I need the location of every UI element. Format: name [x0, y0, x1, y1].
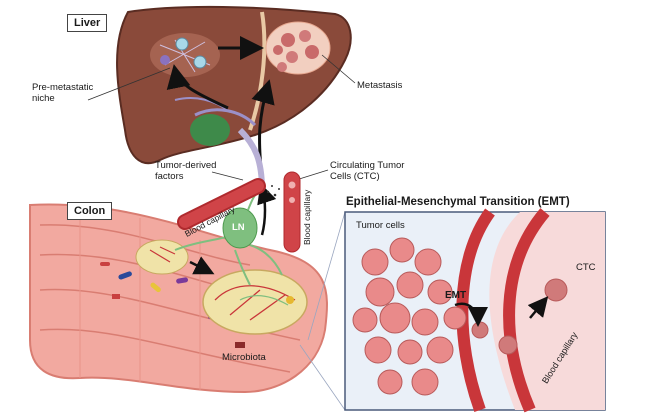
- intravasation-arrow: [257, 183, 277, 236]
- blood-capillary-small-2: [283, 171, 301, 253]
- colon-label: Colon: [67, 202, 113, 220]
- lymph-node-label: LN: [232, 222, 245, 233]
- ctc-label: CTC: [576, 262, 596, 273]
- tumor-cells-label: Tumor cells: [356, 220, 405, 231]
- tumor-growth-arrow: [189, 256, 215, 275]
- emt-label: EMT: [445, 290, 467, 301]
- blood-capillary-small-1: [177, 178, 266, 230]
- colon-tumor-1: [135, 239, 189, 275]
- liver-label: Liver: [67, 14, 108, 32]
- emt-title: Epithelial-Mesenchymal Transition (EMT): [346, 196, 570, 208]
- factors-arrow: [166, 64, 229, 110]
- gallbladder: [190, 114, 230, 146]
- ctc-full-label: Circulating Tumor Cells (CTC): [330, 160, 405, 182]
- microbiota-label: Microbiota: [222, 352, 266, 363]
- pre-metastatic-niche: [150, 33, 220, 77]
- emt-panel: [344, 208, 606, 413]
- metastasis-label: Metastasis: [357, 80, 403, 91]
- pre-metastatic-niche-label: Pre-metastatic niche: [32, 82, 94, 104]
- lymph-node: [222, 207, 258, 249]
- blood-capillary-label-2: Blood capillary: [302, 189, 312, 245]
- liver-metastasis: [265, 21, 331, 75]
- colon-tumor-2: [202, 269, 308, 335]
- tumor-derived-factors-label: Tumor-derived factors: [155, 160, 217, 182]
